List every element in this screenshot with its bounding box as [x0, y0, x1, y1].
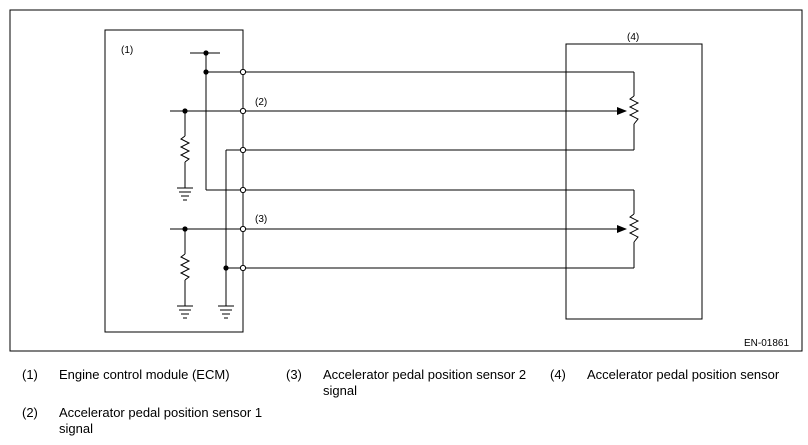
ecm-box [104, 29, 244, 333]
legend-num-2: (2) [22, 405, 38, 420]
legend-num-1: (1) [22, 367, 38, 382]
diagram-frame [9, 9, 803, 352]
ground-symbol-1 [177, 187, 193, 201]
pulldown-resistor-1 [179, 135, 191, 163]
potentiometer-2 [628, 213, 640, 243]
sensor-box [565, 43, 703, 320]
ecm-label: (1) [121, 45, 133, 56]
legend-text-4: Accelerator pedal position sensor [587, 367, 780, 382]
legend-text-3: Accelerator pedal position sensor 2 sign… [323, 367, 527, 398]
potentiometer-1 [628, 95, 640, 125]
figure-code: EN-01861 [744, 338, 789, 349]
legend-text-1: Engine control module (ECM) [59, 367, 230, 382]
signal2-label: (3) [255, 214, 267, 225]
legend-text-2: Accelerator pedal position sensor 1 sign… [59, 405, 263, 436]
ground-symbol-3 [218, 305, 234, 319]
legend-num-4: (4) [550, 367, 566, 382]
ground-symbol-2 [177, 305, 193, 319]
signal1-label: (2) [255, 97, 267, 108]
legend-num-3: (3) [286, 367, 302, 382]
sensor-label: (4) [627, 32, 639, 43]
pulldown-resistor-2 [179, 253, 191, 281]
